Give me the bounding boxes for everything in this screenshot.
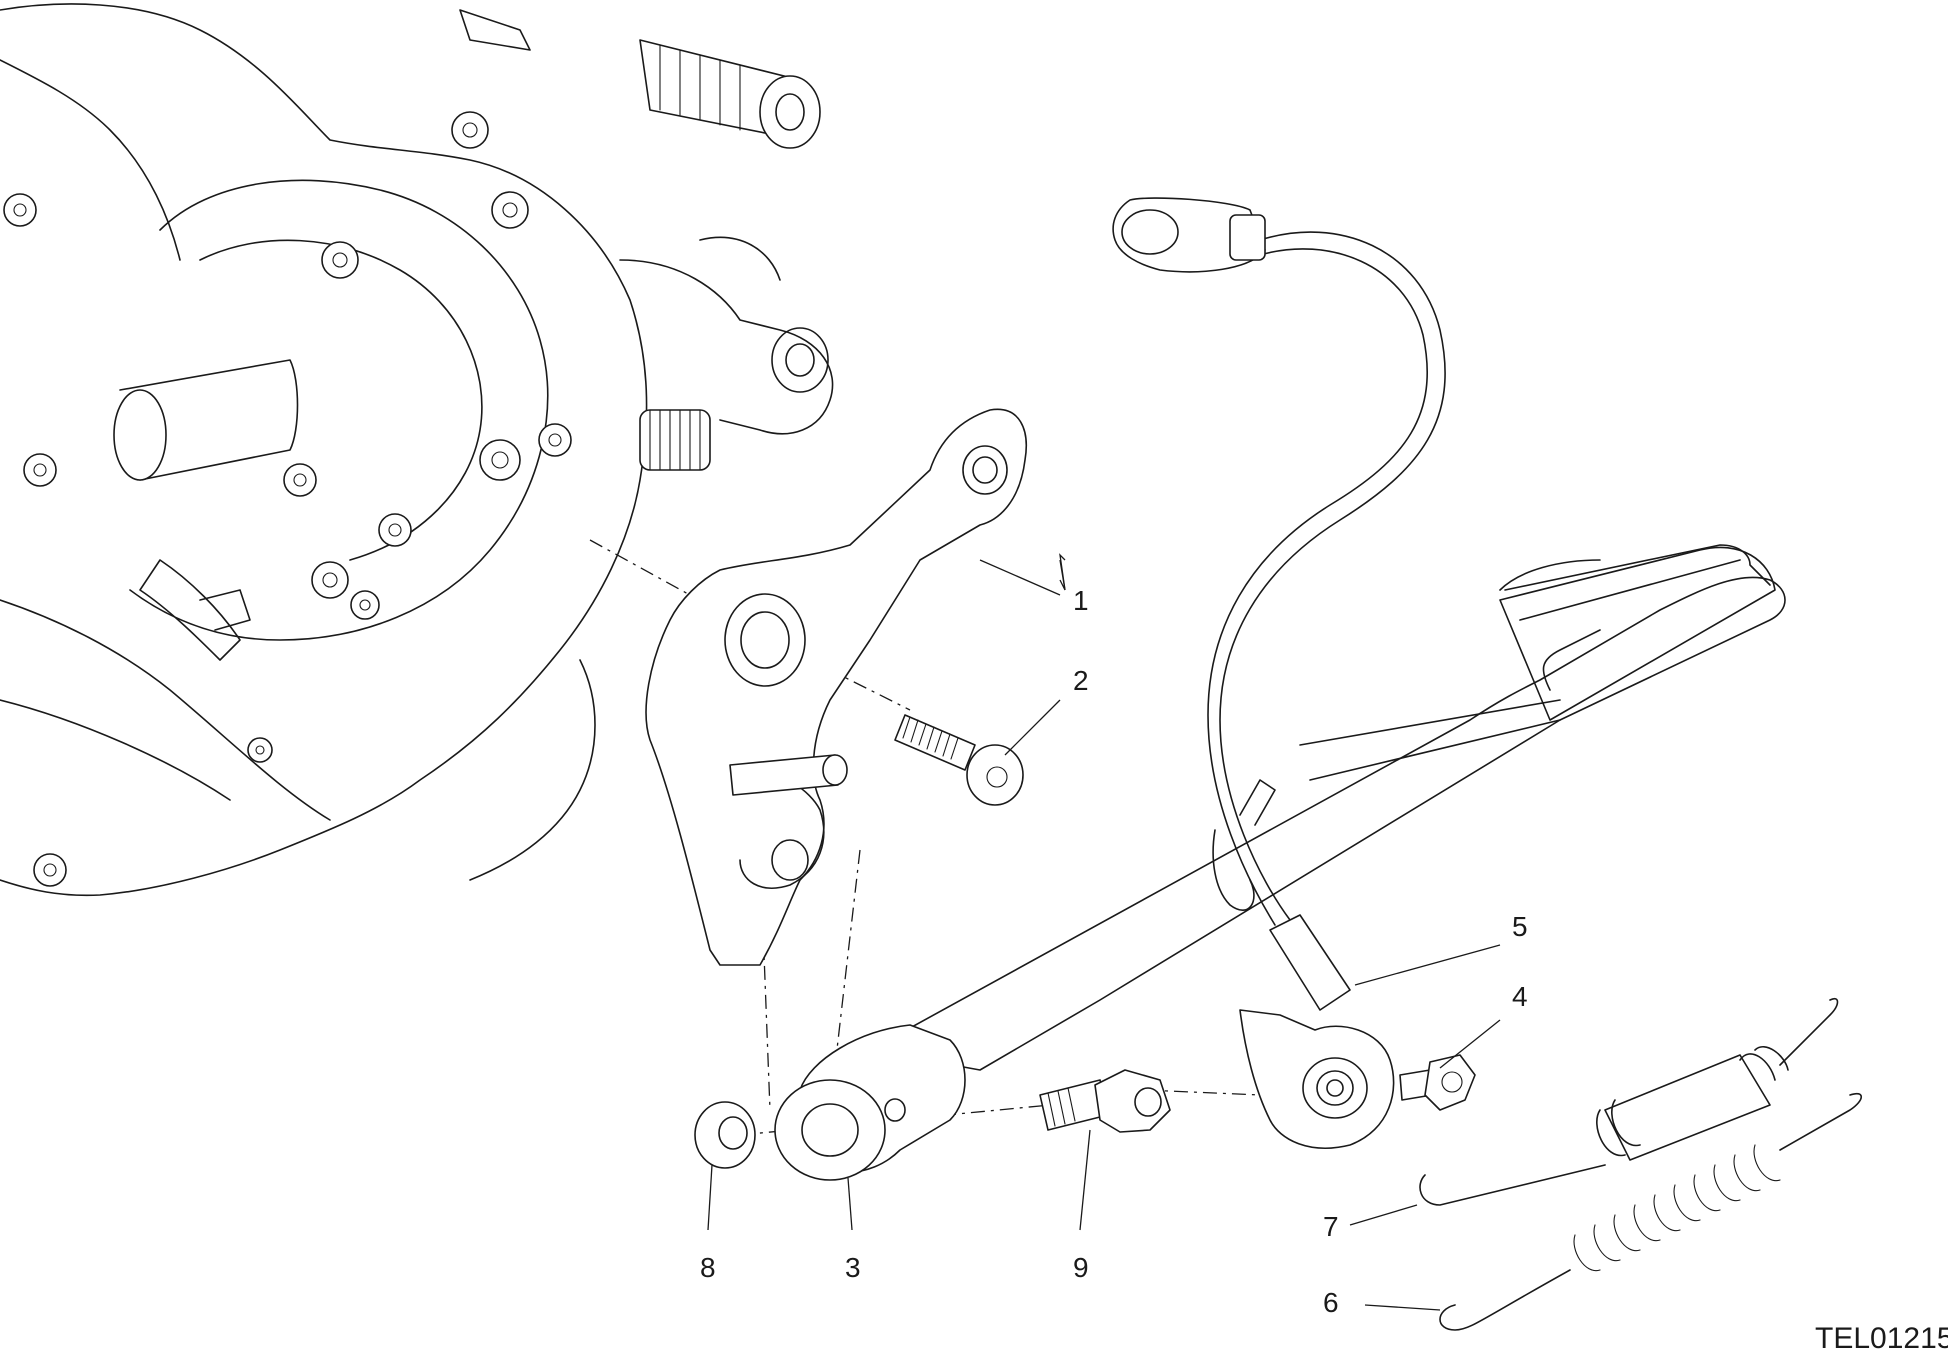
callout-7: 7 [1323, 1211, 1339, 1242]
callout-8: 8 [700, 1252, 716, 1283]
side-stand-leg [774, 544, 1786, 1181]
callout-9: 9 [1073, 1252, 1089, 1283]
engine-case [0, 3, 834, 897]
side-stand-bracket [645, 408, 1027, 966]
switch-screw [1399, 1054, 1476, 1111]
side-stand-switch [1112, 197, 1446, 1149]
drawing-code: TEL01215 [1815, 1322, 1948, 1355]
callout-4: 4 [1512, 981, 1528, 1012]
washer [694, 1101, 756, 1169]
callout-3: 3 [845, 1252, 861, 1283]
bracket-screw [894, 714, 1024, 806]
callout-6: 6 [1323, 1287, 1339, 1318]
pivot-pin [1039, 1069, 1171, 1133]
outer-spring [1439, 1092, 1863, 1331]
case-bolts [3, 111, 572, 887]
callout-1: 1 [1073, 585, 1089, 616]
leader-lines [707, 553, 1501, 1311]
inner-spring [1419, 997, 1839, 1206]
callout-labels: 1 2 3 4 5 6 7 8 9 [700, 585, 1528, 1318]
callout-2: 2 [1073, 665, 1089, 696]
callout-5: 5 [1512, 911, 1528, 942]
